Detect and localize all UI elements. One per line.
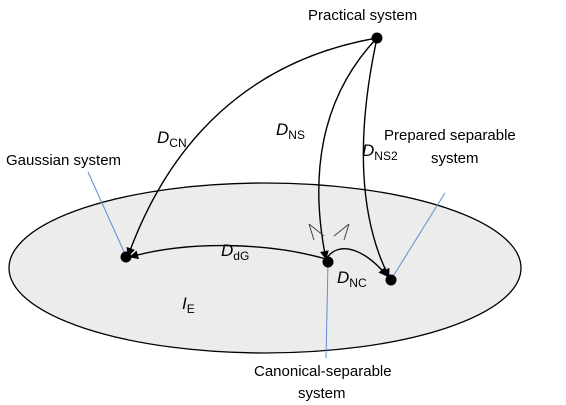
arrow-ddg: [129, 244, 327, 260]
arrow-dns2: [362, 37, 390, 278]
practical-system-label: Practical system: [308, 7, 417, 24]
practical-system-node: [371, 32, 383, 44]
canonical-system-node: [322, 256, 334, 268]
canonical-system-label-1: Canonical-separable: [254, 363, 392, 380]
ddg-label: DdG: [221, 241, 249, 263]
canonical-leader-line: [325, 261, 329, 359]
dnc-label: DNC: [337, 268, 367, 290]
state-set-label: IE: [182, 294, 195, 316]
prepared-system-label-1: Prepared separable: [384, 127, 516, 144]
arrow-dcn: [126, 37, 378, 257]
prepared-system-node: [385, 274, 397, 286]
canonical-system-label-2: system: [298, 385, 346, 402]
arrow-dnc: [325, 248, 388, 277]
state-set-ellipse: [8, 182, 522, 354]
arrow-dns: [318, 37, 378, 260]
gaussian-system-node: [120, 251, 132, 263]
dns-label: DNS: [276, 120, 305, 142]
gaussian-system-label: Gaussian system: [6, 152, 121, 169]
bracket-mark: [308, 223, 350, 241]
prepared-system-label-2: system: [431, 150, 479, 167]
dns2-label: DNS2: [362, 141, 398, 163]
dcn-label: DCN: [157, 128, 187, 150]
prepared-leader-line: [391, 192, 446, 279]
gaussian-leader-line: [87, 171, 126, 255]
